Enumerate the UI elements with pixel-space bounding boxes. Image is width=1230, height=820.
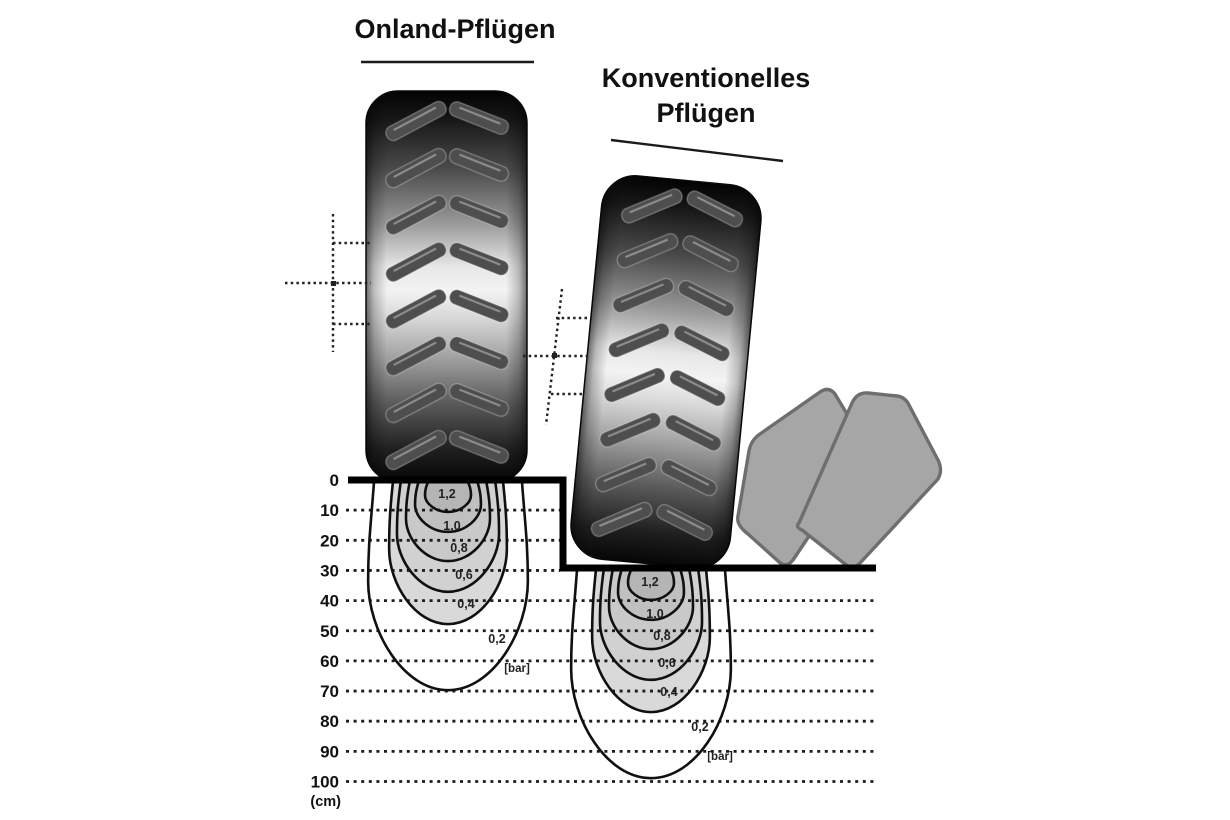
contour-label-0.8-onland: 0,8 [450,541,467,555]
depth-tick-label-30: 30 [320,561,339,580]
depth-tick-label-10: 10 [320,501,339,520]
tire-onland [365,90,528,483]
contour-label-0.2-onland: 0,2 [488,632,505,646]
depth-tick-label-90: 90 [320,742,339,761]
contour-label-0.8-konventionell: 0,8 [653,629,670,643]
pressure-bulb-contours [366,478,733,780]
isobar-1.2-onland [423,478,473,514]
depth-tick-label-70: 70 [320,682,339,701]
marker-center-dot [331,281,336,286]
isobar-1-onland [413,478,483,534]
contour-label-0.2-konventionell: 0,2 [691,720,708,734]
title-onland: Onland-Pflügen [355,14,556,44]
title-konventionell-line2: Pflügen [657,98,756,128]
contour-label-1.2-onland: 1,2 [438,487,455,501]
isobar-0.2-konventionell [569,566,733,780]
depth-tick-label-40: 40 [320,592,339,611]
bulb-fill-1.2-konventionell [628,568,674,600]
furrow-slice-front [795,391,943,569]
bulb-fill-1.2-onland [425,480,471,512]
isobar-0.8-konventionell [607,566,695,651]
measure-marker-konventionell [523,288,590,426]
pressure-unit-label-onland: [bar] [504,663,530,675]
contour-label-0.4-konventionell: 0,4 [660,685,677,699]
measure-marker-onland [285,214,371,352]
contour-label-1-konventionell: 1,0 [646,607,663,621]
marker-center-dot [552,353,557,358]
depth-axis-unit-label: (cm) [310,794,341,810]
isobar-0.4-onland [387,478,509,626]
tire-konventionell [570,175,762,569]
depth-tick-label-20: 20 [320,531,339,550]
depth-tick-label-50: 50 [320,622,339,641]
isobar-0.2-onland [366,478,530,692]
depth-tick-label-100: 100 [311,773,339,792]
title-konventionell-line1: Konventionelles [602,63,811,93]
pressure-unit-label-konventionell: [bar] [707,751,733,763]
soil-surface-line [348,476,876,572]
depth-gridlines [346,508,876,783]
contour-label-1-onland: 1,0 [443,519,460,533]
depth-tick-label-60: 60 [320,652,339,671]
isobar-0.4-konventionell [590,566,712,714]
isobar-1-konventionell [616,566,686,622]
furrow-slices [736,387,943,569]
contour-label-0.6-onland: 0,6 [455,568,472,582]
titles: Onland-Pflügen Konventionelles Pflügen [355,14,811,163]
isobar-1.2-konventionell [626,566,676,602]
isobar-0.6-konventionell [598,566,704,682]
pressure-contour-labels: 1,2 1,0 0,8 0,6 0,4 0,2 [bar] 1,2 1,0 0,8 0,6 0,4 0,… [438,487,733,763]
tire-onland-shading [366,91,527,482]
contour-label-1.2-konventionell: 1,2 [641,575,658,589]
isobar-0.8-onland [404,478,492,563]
depth-axis-labels: 0 10 20 30 40 50 60 70 80 90 100 (cm) [310,471,341,810]
contour-label-0.4-onland: 0,4 [457,597,474,611]
contour-label-0.6-konventionell: 0,6 [658,656,675,670]
tire-konventionell-shading [571,175,761,569]
isobar-0.6-onland [395,478,501,594]
depth-tick-label-0: 0 [330,471,339,490]
title-konventionell-underline [610,138,784,163]
depth-tick-label-80: 80 [320,712,339,731]
